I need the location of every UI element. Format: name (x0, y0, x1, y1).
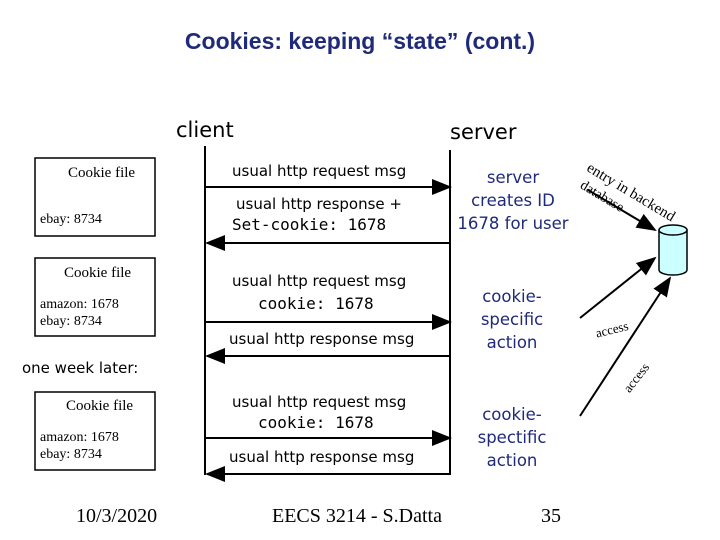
cookie-entry: amazon: 1678 (40, 430, 119, 445)
cookie-file-box-1 (34, 157, 156, 237)
cookie-file-label: Cookie file (64, 265, 132, 281)
message-response-3: usual http response msg (229, 448, 415, 466)
cookie-file-box-3 (34, 391, 156, 471)
message-set-cookie: Set-cookie: 1678 (232, 215, 387, 234)
cookie-file-label: Cookie file (66, 398, 134, 414)
client-header: client (176, 118, 234, 142)
message-request-1: usual http request msg (232, 162, 407, 180)
message-request-3: usual http request msg (232, 393, 407, 411)
arrow-entry-backend (587, 189, 657, 232)
message-response-2: usual http response msg (229, 330, 415, 348)
one-week-later-label: one week later: (22, 359, 139, 377)
page-number: 35 (541, 505, 561, 527)
cookie-entry: ebay: 8734 (40, 212, 102, 227)
message-cookie-header: cookie: 1678 (258, 413, 374, 432)
cookie-file-box-2 (34, 257, 156, 337)
server-creates-note: server creates ID 1678 for user (457, 168, 569, 233)
cookie-entry: amazon: 1678 (40, 297, 119, 312)
message-request-2: usual http request msg (232, 272, 407, 290)
slide-title: Cookies: keeping “state” (cont.) (184, 28, 536, 54)
cookie-file-label: Cookie file (68, 165, 136, 181)
footer-date: 10/3/2020 (76, 505, 158, 527)
message-response-1: usual http response + (236, 195, 402, 213)
arrow-access-1 (579, 256, 657, 319)
cookie-entry: ebay: 8734 (40, 447, 102, 462)
arrow-access-2 (579, 276, 672, 417)
cookie-specific-action-1: cookie- specific action (480, 287, 544, 352)
database-icon (658, 224, 688, 276)
server-header: server (450, 120, 517, 144)
cookie-specific-action-2: cookie- spectific action (477, 405, 547, 470)
cookie-entry: ebay: 8734 (40, 314, 102, 329)
footer-author: EECS 3214 - S.Datta (272, 505, 442, 527)
message-cookie-header: cookie: 1678 (258, 294, 374, 313)
